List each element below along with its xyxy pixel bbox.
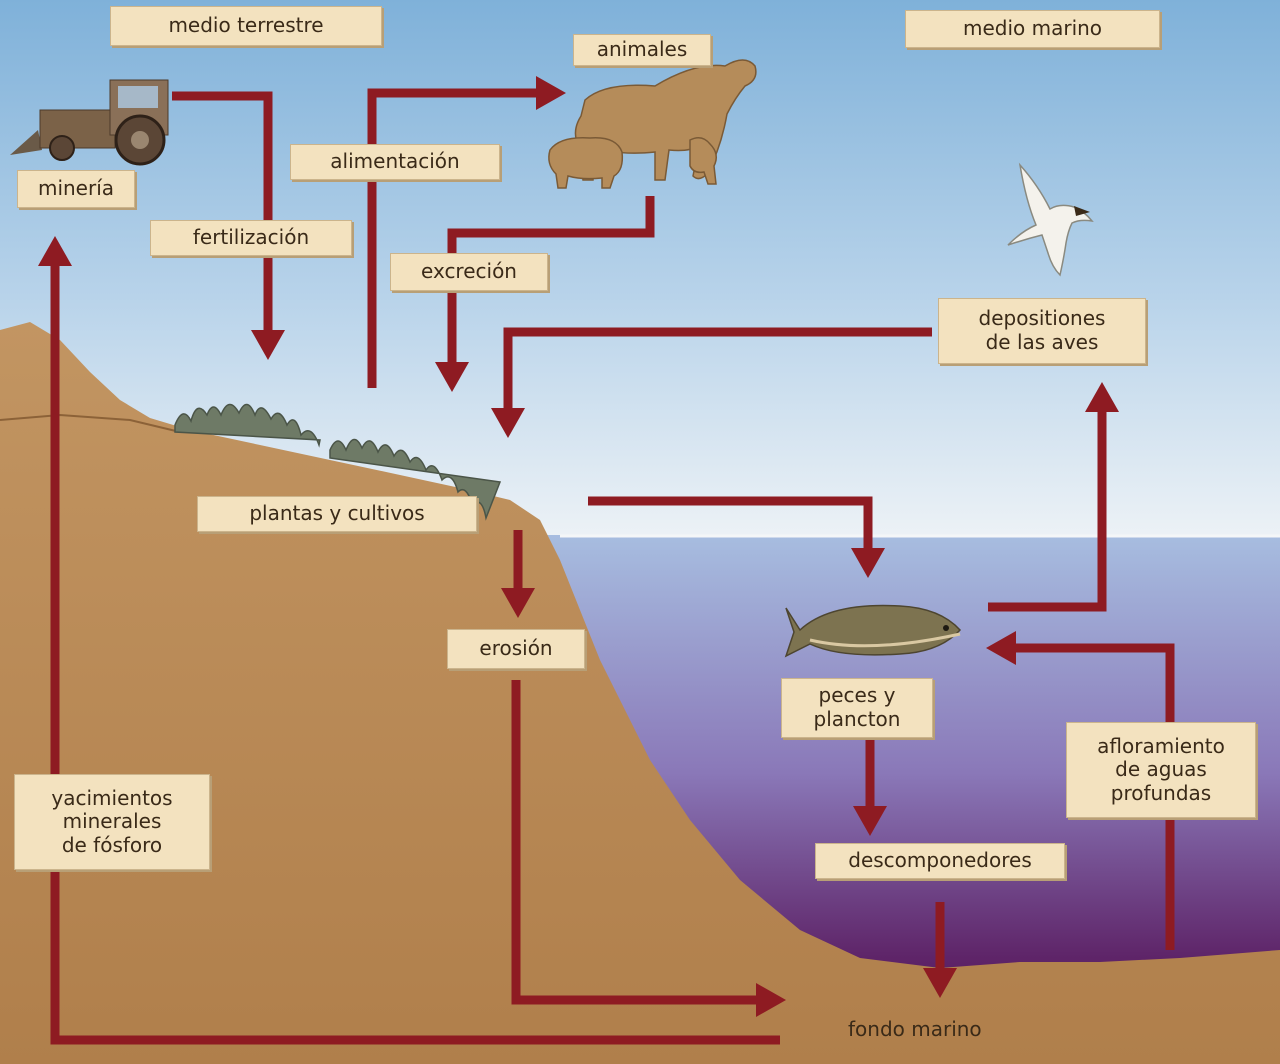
label-plantas-y-cultivos: plantas y cultivos [197, 496, 477, 532]
arrow-descomponedores-fondo [923, 902, 957, 998]
label-mineria: minería [17, 170, 135, 208]
arrow-descomponedores-fondo-head [923, 968, 957, 998]
arrow-to-sea-head [851, 548, 885, 578]
arrow-fish-birds [988, 382, 1119, 612]
arrow-erosion-fondo-head [756, 983, 786, 1017]
arrow-erosion-fondo [511, 680, 786, 1017]
plants-icon [174, 403, 502, 521]
arrow-peces-descomponedores [853, 738, 887, 836]
arrow-mineria-fertilizacion-head [251, 330, 285, 360]
arrow-depositiones-head [491, 408, 525, 438]
label-afloramiento: afloramiento de aguas profundas [1066, 722, 1256, 818]
label-yacimientos: yacimientos minerales de fósforo [14, 774, 210, 870]
label-medio-marino: medio marino [905, 10, 1160, 48]
seabird-icon [1007, 162, 1094, 277]
arrow-alimentacion-line [367, 88, 536, 388]
label-fondo-marino: fondo marino [848, 1017, 982, 1041]
label-animales: animales [573, 34, 711, 66]
arrow-plantas-erosion-head [501, 588, 535, 618]
arrow-depositiones-line [503, 327, 932, 408]
arrow-to-sea-line [588, 496, 873, 548]
label-medio-terrestre: medio terrestre [110, 6, 382, 46]
arrow-to-sea [588, 496, 885, 578]
arrow-excrecion [435, 196, 655, 392]
arrow-depositiones [491, 327, 932, 438]
label-alimentacion: alimentación [290, 144, 500, 180]
arrow-fish-birds-line [988, 412, 1107, 612]
label-excrecion: excreción [390, 253, 548, 291]
arrow-excrecion-line [447, 196, 655, 362]
arrow-peces-descomponedores-head [853, 806, 887, 836]
arrow-alimentacion [367, 76, 566, 388]
arrow-alimentacion-head [536, 76, 566, 110]
arrow-afloramiento-fish-head [986, 631, 1016, 665]
land-ridge-line [0, 413, 181, 433]
arrow-afloramiento-fish-line [1016, 643, 1175, 950]
animals-icon [548, 59, 757, 189]
label-erosion: erosión [447, 629, 585, 669]
arrow-yacimientos-line [50, 266, 780, 1045]
label-depositiones: depositiones de las aves [938, 298, 1146, 364]
arrow-excrecion-head [435, 362, 469, 392]
tractor-icon [10, 79, 169, 166]
arrow-erosion-fondo-line [511, 680, 756, 1005]
arrow-afloramiento-fish [986, 631, 1175, 950]
arrows [38, 76, 1175, 1045]
label-descomponedores: descomponedores [815, 843, 1065, 879]
arrow-yacimientos-head [38, 236, 72, 266]
fish-icon [784, 604, 962, 658]
label-fertilizacion: fertilización [150, 220, 352, 256]
arrow-yacimientos [38, 236, 780, 1045]
arrow-plantas-erosion [501, 530, 535, 618]
arrow-fish-birds-head [1085, 382, 1119, 412]
label-peces-y-plancton: peces y plancton [781, 678, 933, 738]
